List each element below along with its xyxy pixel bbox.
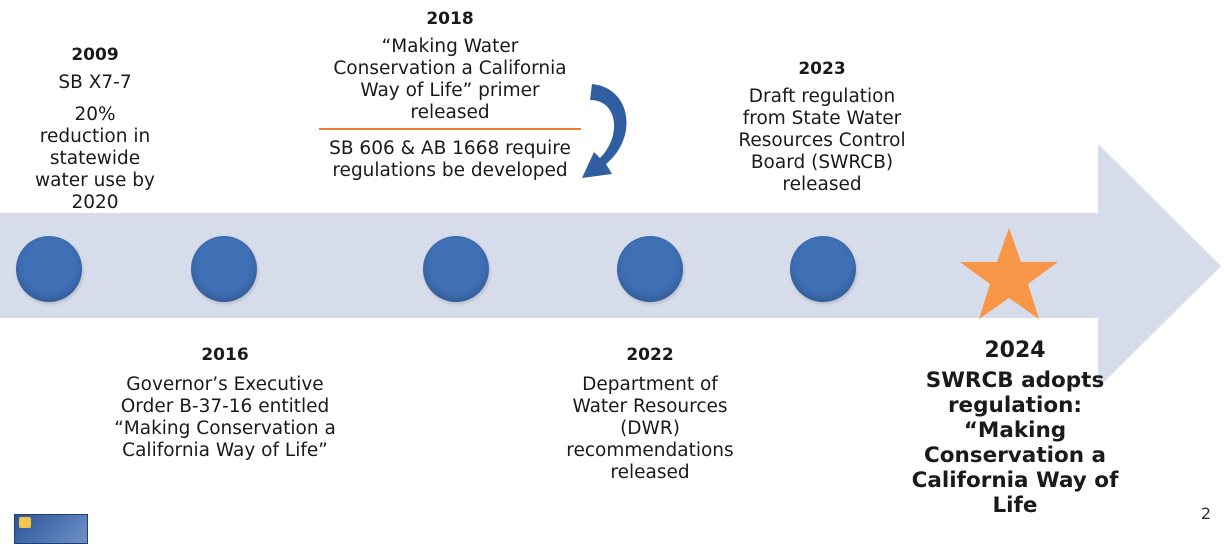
event-year: 2016 [201, 345, 249, 365]
page-number: 2 [1200, 504, 1211, 523]
event-title: SB X7-7 [58, 72, 132, 93]
event-2018: 2018 “Making Water Conservation a Califo… [300, 8, 600, 182]
event-2009: 2009 SB X7-7 20% reduction in statewide … [10, 44, 180, 214]
divider-rule [319, 128, 581, 130]
milestone-dot-2023 [790, 236, 856, 302]
star-icon [960, 228, 1058, 319]
event-description: Governor’s Executive Order B-37-16 entit… [114, 374, 336, 461]
event-2023: 2023 Draft regulation from State Water R… [722, 58, 922, 196]
event-description-bottom: SB 606 & AB 1668 require regulations be … [329, 138, 571, 181]
event-description: 20% reduction in statewide water use by … [35, 104, 155, 213]
agency-seal-icon [14, 514, 88, 544]
curved-arrow-icon [582, 84, 627, 178]
milestone-dot-2009 [16, 236, 82, 302]
event-2024: 2024 SWRCB adopts regulation: “Making Co… [900, 338, 1130, 519]
event-description: SWRCB adopts regulation: “Making Conserv… [911, 368, 1119, 518]
event-2016: 2016 Governor’s Executive Order B-37-16 … [100, 344, 350, 462]
event-year: 2023 [798, 59, 846, 79]
event-year: 2009 [71, 45, 119, 65]
event-year: 2022 [626, 345, 674, 365]
milestone-dot-2018 [423, 236, 489, 302]
event-description: Department of Water Resources (DWR) reco… [566, 374, 734, 483]
milestone-dot-2016 [191, 236, 257, 302]
event-2022: 2022 Department of Water Resources (DWR)… [545, 344, 755, 484]
milestone-dot-2022 [617, 236, 683, 302]
event-description: Draft regulation from State Water Resour… [738, 86, 906, 195]
event-description-top: “Making Water Conservation a California … [333, 36, 567, 123]
event-year: 2018 [426, 9, 474, 29]
event-year: 2024 [984, 338, 1046, 363]
timeline-arrow [0, 144, 1221, 388]
